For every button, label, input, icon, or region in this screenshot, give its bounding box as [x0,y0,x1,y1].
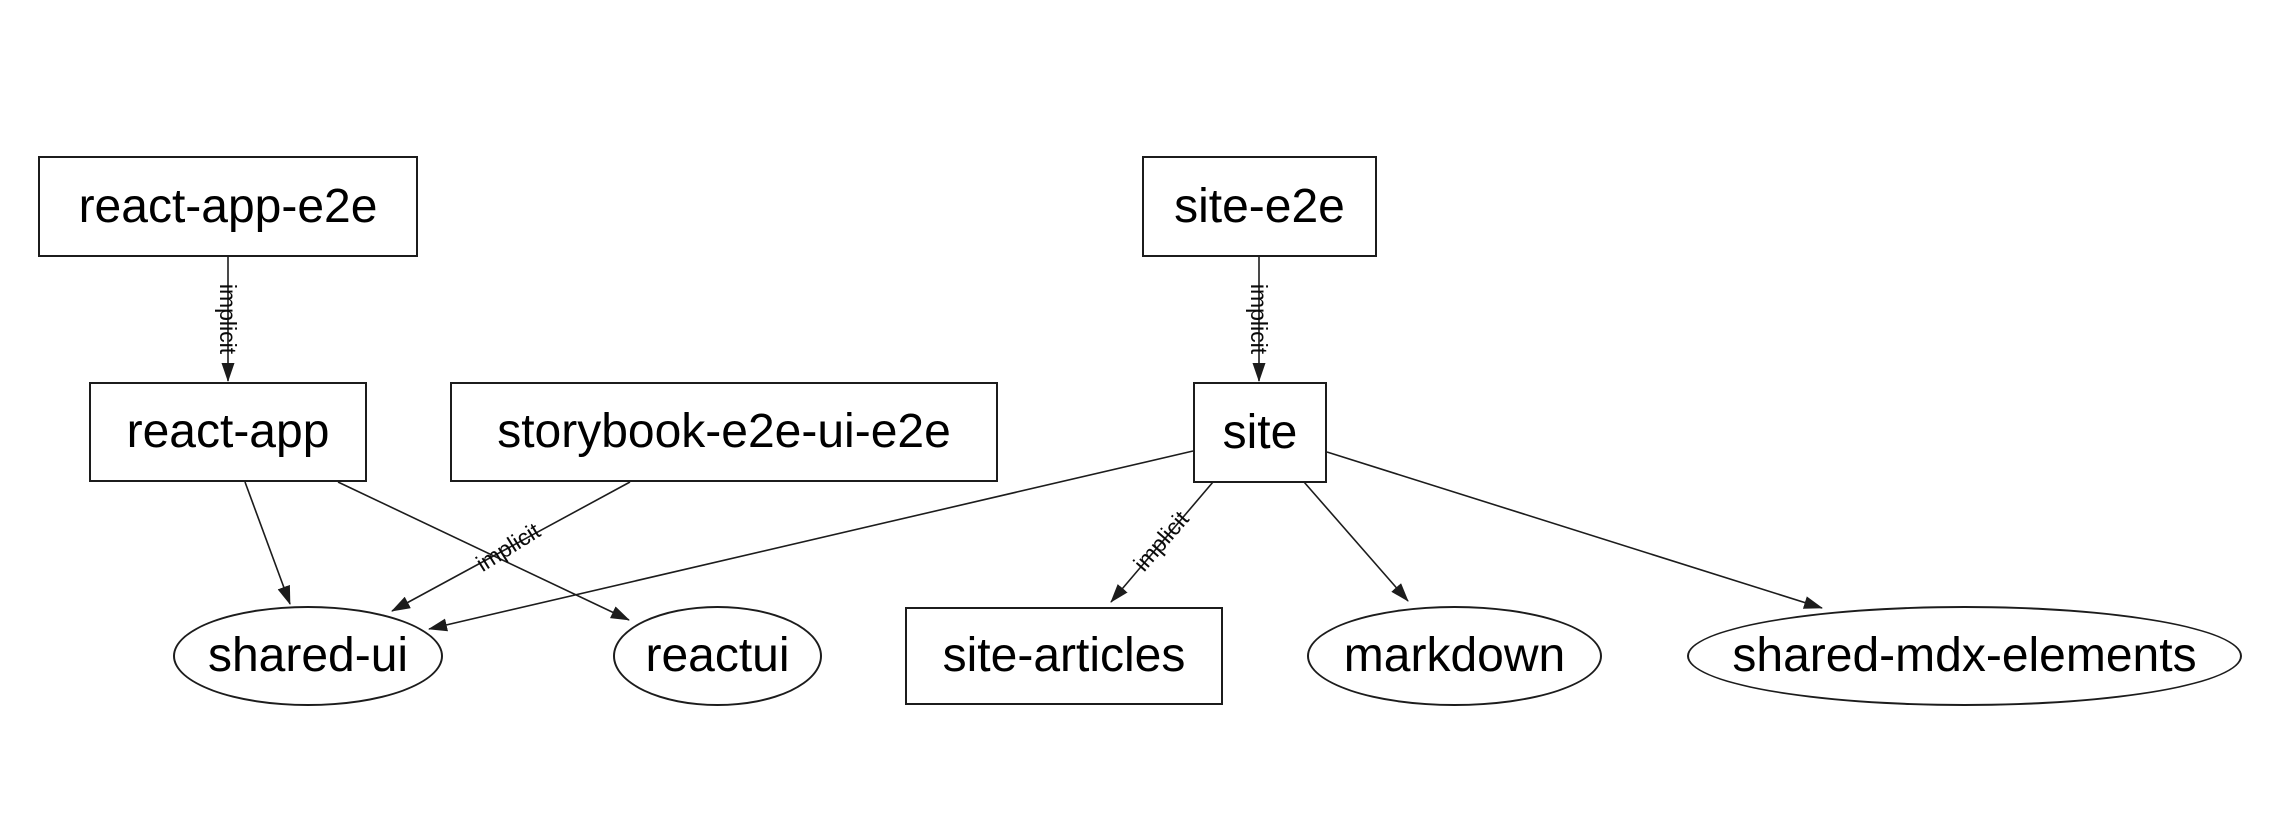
node-label: reactui [645,629,790,682]
node-site-articles[interactable]: site-articles [905,607,1223,705]
node-shared-mdx-elements[interactable]: shared-mdx-elements [1687,606,2242,706]
node-react-app[interactable]: react-app [89,382,367,482]
node-site[interactable]: site [1193,382,1327,483]
node-label: storybook-e2e-ui-e2e [497,405,951,458]
node-label: site-e2e [1174,179,1345,233]
edge-label-implicit: implicit [215,284,241,355]
edge-react-app-to-shared-ui [244,481,291,605]
node-label: react-app [126,405,330,458]
edge-site-to-shared-ui [428,450,1194,632]
node-label: markdown [1343,629,1566,682]
node-site-e2e[interactable]: site-e2e [1142,156,1377,257]
edge-site-to-shared-mdx-elements [1326,451,1823,609]
node-reactui[interactable]: reactui [613,606,822,706]
node-label: site [1222,405,1298,459]
edge-storybook-e2e-ui-e2e-to-shared-ui [391,481,631,612]
node-label: shared-ui [207,629,409,682]
node-shared-ui[interactable]: shared-ui [173,606,443,706]
node-label: react-app-e2e [78,179,378,233]
edge-label-implicit: implicit [1246,284,1272,355]
edge-label-implicit: implicit [1128,505,1194,576]
node-react-app-e2e[interactable]: react-app-e2e [38,156,418,257]
node-storybook-e2e-ui-e2e[interactable]: storybook-e2e-ui-e2e [450,382,998,482]
edge-label-implicit: implicit [471,517,545,577]
edge-site-to-site-articles [1110,481,1214,603]
node-label: site-articles [942,629,1186,682]
node-markdown[interactable]: markdown [1307,606,1602,706]
edge-site-to-markdown [1303,481,1409,602]
node-label: shared-mdx-elements [1732,629,2197,682]
edge-react-app-to-reactui [337,481,630,621]
